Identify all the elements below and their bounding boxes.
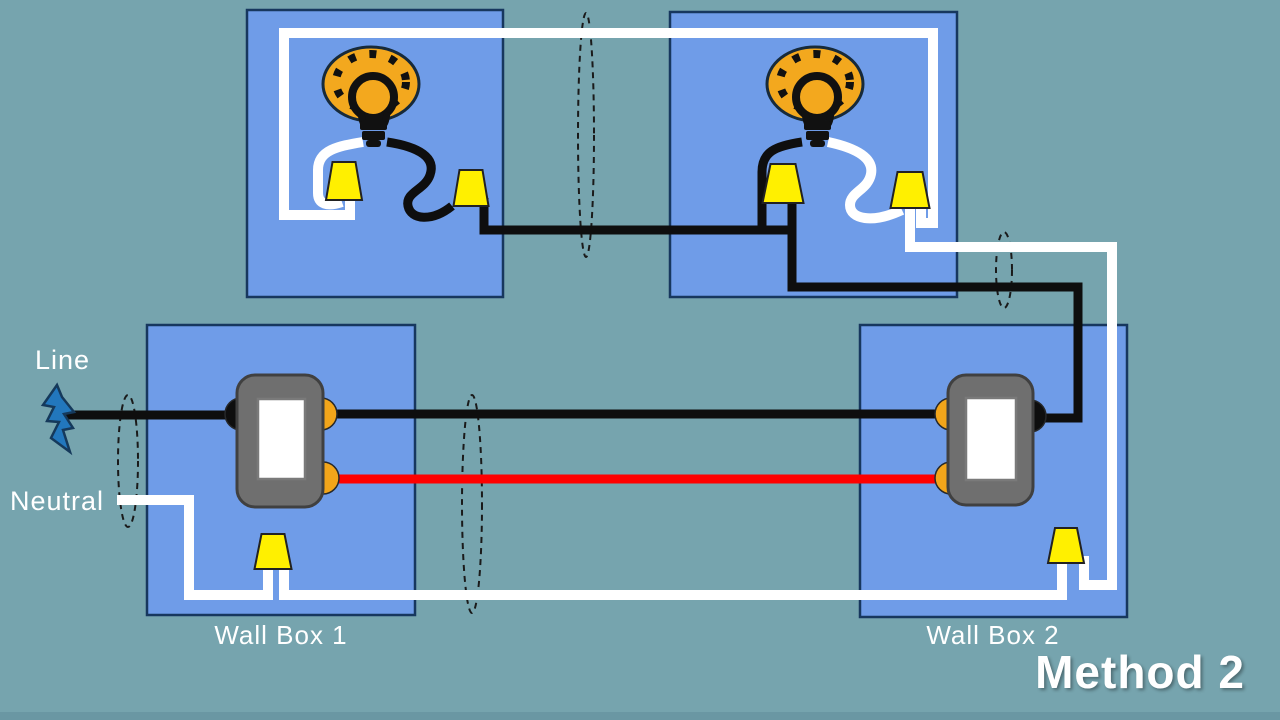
boxes: [145, 8, 1129, 619]
cable-markers: [117, 12, 1013, 614]
wire-nut-icon: [889, 171, 931, 209]
wire-nut-icon: [1046, 527, 1086, 564]
bulb1-ray-dots: [332, 50, 410, 114]
black-wires: [63, 137, 1083, 423]
bulb2-base: [806, 131, 829, 140]
bottom-bar: [0, 712, 1280, 720]
cable-marker-icon: [117, 394, 139, 528]
white-wire-light1-to-light2: [279, 28, 938, 228]
bulb2-glass: [792, 72, 842, 122]
neutral-label: Neutral: [10, 486, 105, 516]
slide-title: Method 2: [1035, 646, 1245, 698]
bulb1-base: [366, 140, 381, 147]
bulb2-base: [810, 140, 825, 147]
white-wires: [117, 28, 1117, 600]
bulb2-base: [804, 121, 831, 130]
light-bulb-icon-2: [765, 45, 865, 147]
black-wire-light2-to-switch2: [787, 200, 1083, 423]
wire-nut-icon: [452, 169, 490, 207]
bulb1-glass: [348, 72, 398, 122]
bulb1-base: [362, 131, 385, 140]
wire-nuts: [253, 161, 1086, 570]
bulb1-white-lead: [313, 137, 364, 210]
cable-marker-icon: [995, 231, 1013, 309]
cable-marker-icon: [461, 394, 483, 614]
bulb2-black-lead: [757, 137, 803, 230]
lightning-bolt-icon: [40, 382, 77, 456]
switch-1: [224, 373, 340, 509]
bulb2-white-lead: [826, 137, 905, 224]
light-bulb-icon-1: [321, 45, 421, 147]
line-label: Line: [35, 345, 91, 375]
bulb2-ray-dots: [776, 50, 854, 114]
switch2-toggle: [964, 396, 1018, 482]
white-wire-wallbox2-to-light2: [905, 206, 1117, 590]
bulb1-black-lead: [386, 137, 455, 222]
switch-2: [934, 373, 1047, 507]
switch1-toggle: [256, 397, 307, 481]
wall-box-2-label: Wall Box 2: [926, 620, 1060, 650]
white-wire-wallbox1-to-wallbox2: [279, 552, 1067, 600]
black-wire-light1-to-light2: [479, 198, 792, 235]
cable-marker-icon: [577, 12, 595, 258]
wire-nut-icon: [253, 533, 293, 570]
neutral-wire-in: [117, 495, 273, 600]
wall-box-1-label: Wall Box 1: [214, 620, 348, 650]
wire-nut-icon: [761, 163, 805, 204]
bulb1-base: [360, 121, 387, 130]
wire-nut-icon: [324, 161, 364, 201]
